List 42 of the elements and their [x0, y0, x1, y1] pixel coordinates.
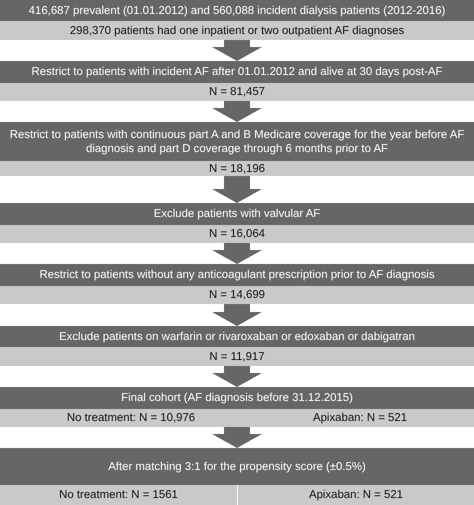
step-text: Final cohort (AF diagnosis before 31.12.2015) — [121, 391, 353, 405]
step-text: 416,687 prevalent (01.01.2012) and 560,088 incident dialysis patients (2012-2016) — [28, 4, 446, 18]
count-text: N = 18,196 — [208, 162, 266, 176]
step-bar — [0, 203, 474, 225]
count-text: Apixaban: N = 521 — [313, 411, 408, 425]
step-bar — [0, 61, 474, 83]
count-bar — [0, 485, 237, 505]
count-bar — [0, 347, 474, 366]
down-arrow — [212, 40, 262, 61]
step-text: After matching 3:1 for the propensity score (±0.5%) — [108, 460, 366, 474]
down-arrow — [212, 427, 262, 448]
step-bar — [0, 448, 474, 485]
count-text: Apixaban: N = 521 — [308, 488, 404, 502]
count-text: N = 81,457 — [208, 85, 266, 99]
down-arrow — [212, 243, 262, 264]
count-text: No treatment: N = 10,976 — [66, 411, 196, 425]
count-bar — [0, 21, 474, 40]
step-text: Restrict to patients with continuous part A and B Medicare coverage for the year before AF diagnosis and part D coverage through 6 months prior to AF — [8, 128, 466, 156]
count-bar — [0, 286, 474, 304]
step-text: Restrict to patients with incident AF after 01.01.2012 and alive at 30 days post-AF — [32, 65, 442, 79]
count-text: N = 11,917 — [209, 350, 265, 364]
count-text: N = 14,699 — [208, 288, 266, 302]
count-bar — [0, 409, 474, 427]
down-arrow — [212, 366, 262, 387]
count-text: N = 16,064 — [208, 227, 266, 241]
step-text: Exclude patients on warfarin or rivaroxaban or edoxaban or dabigatran — [59, 330, 415, 344]
step-bar — [0, 264, 474, 286]
step-bar — [0, 387, 474, 409]
count-bar — [0, 225, 474, 243]
count-text: No treatment: N = 1561 — [59, 488, 178, 502]
down-arrow — [212, 176, 262, 203]
step-text: Restrict to patients without any anticoagulant prescription prior to AF diagnosis — [39, 268, 435, 282]
down-arrow — [212, 101, 262, 122]
step-text: Exclude patients with valvular AF — [154, 207, 320, 221]
step-bar — [0, 122, 474, 161]
step-bar — [0, 326, 474, 347]
count-bar — [0, 161, 474, 176]
down-arrow — [212, 304, 262, 326]
count-bar — [238, 485, 474, 505]
step-bar — [0, 0, 474, 21]
count-text: 298,370 patients had one inpatient or two outpatient AF diagnoses — [70, 24, 404, 38]
count-bar — [0, 83, 474, 101]
